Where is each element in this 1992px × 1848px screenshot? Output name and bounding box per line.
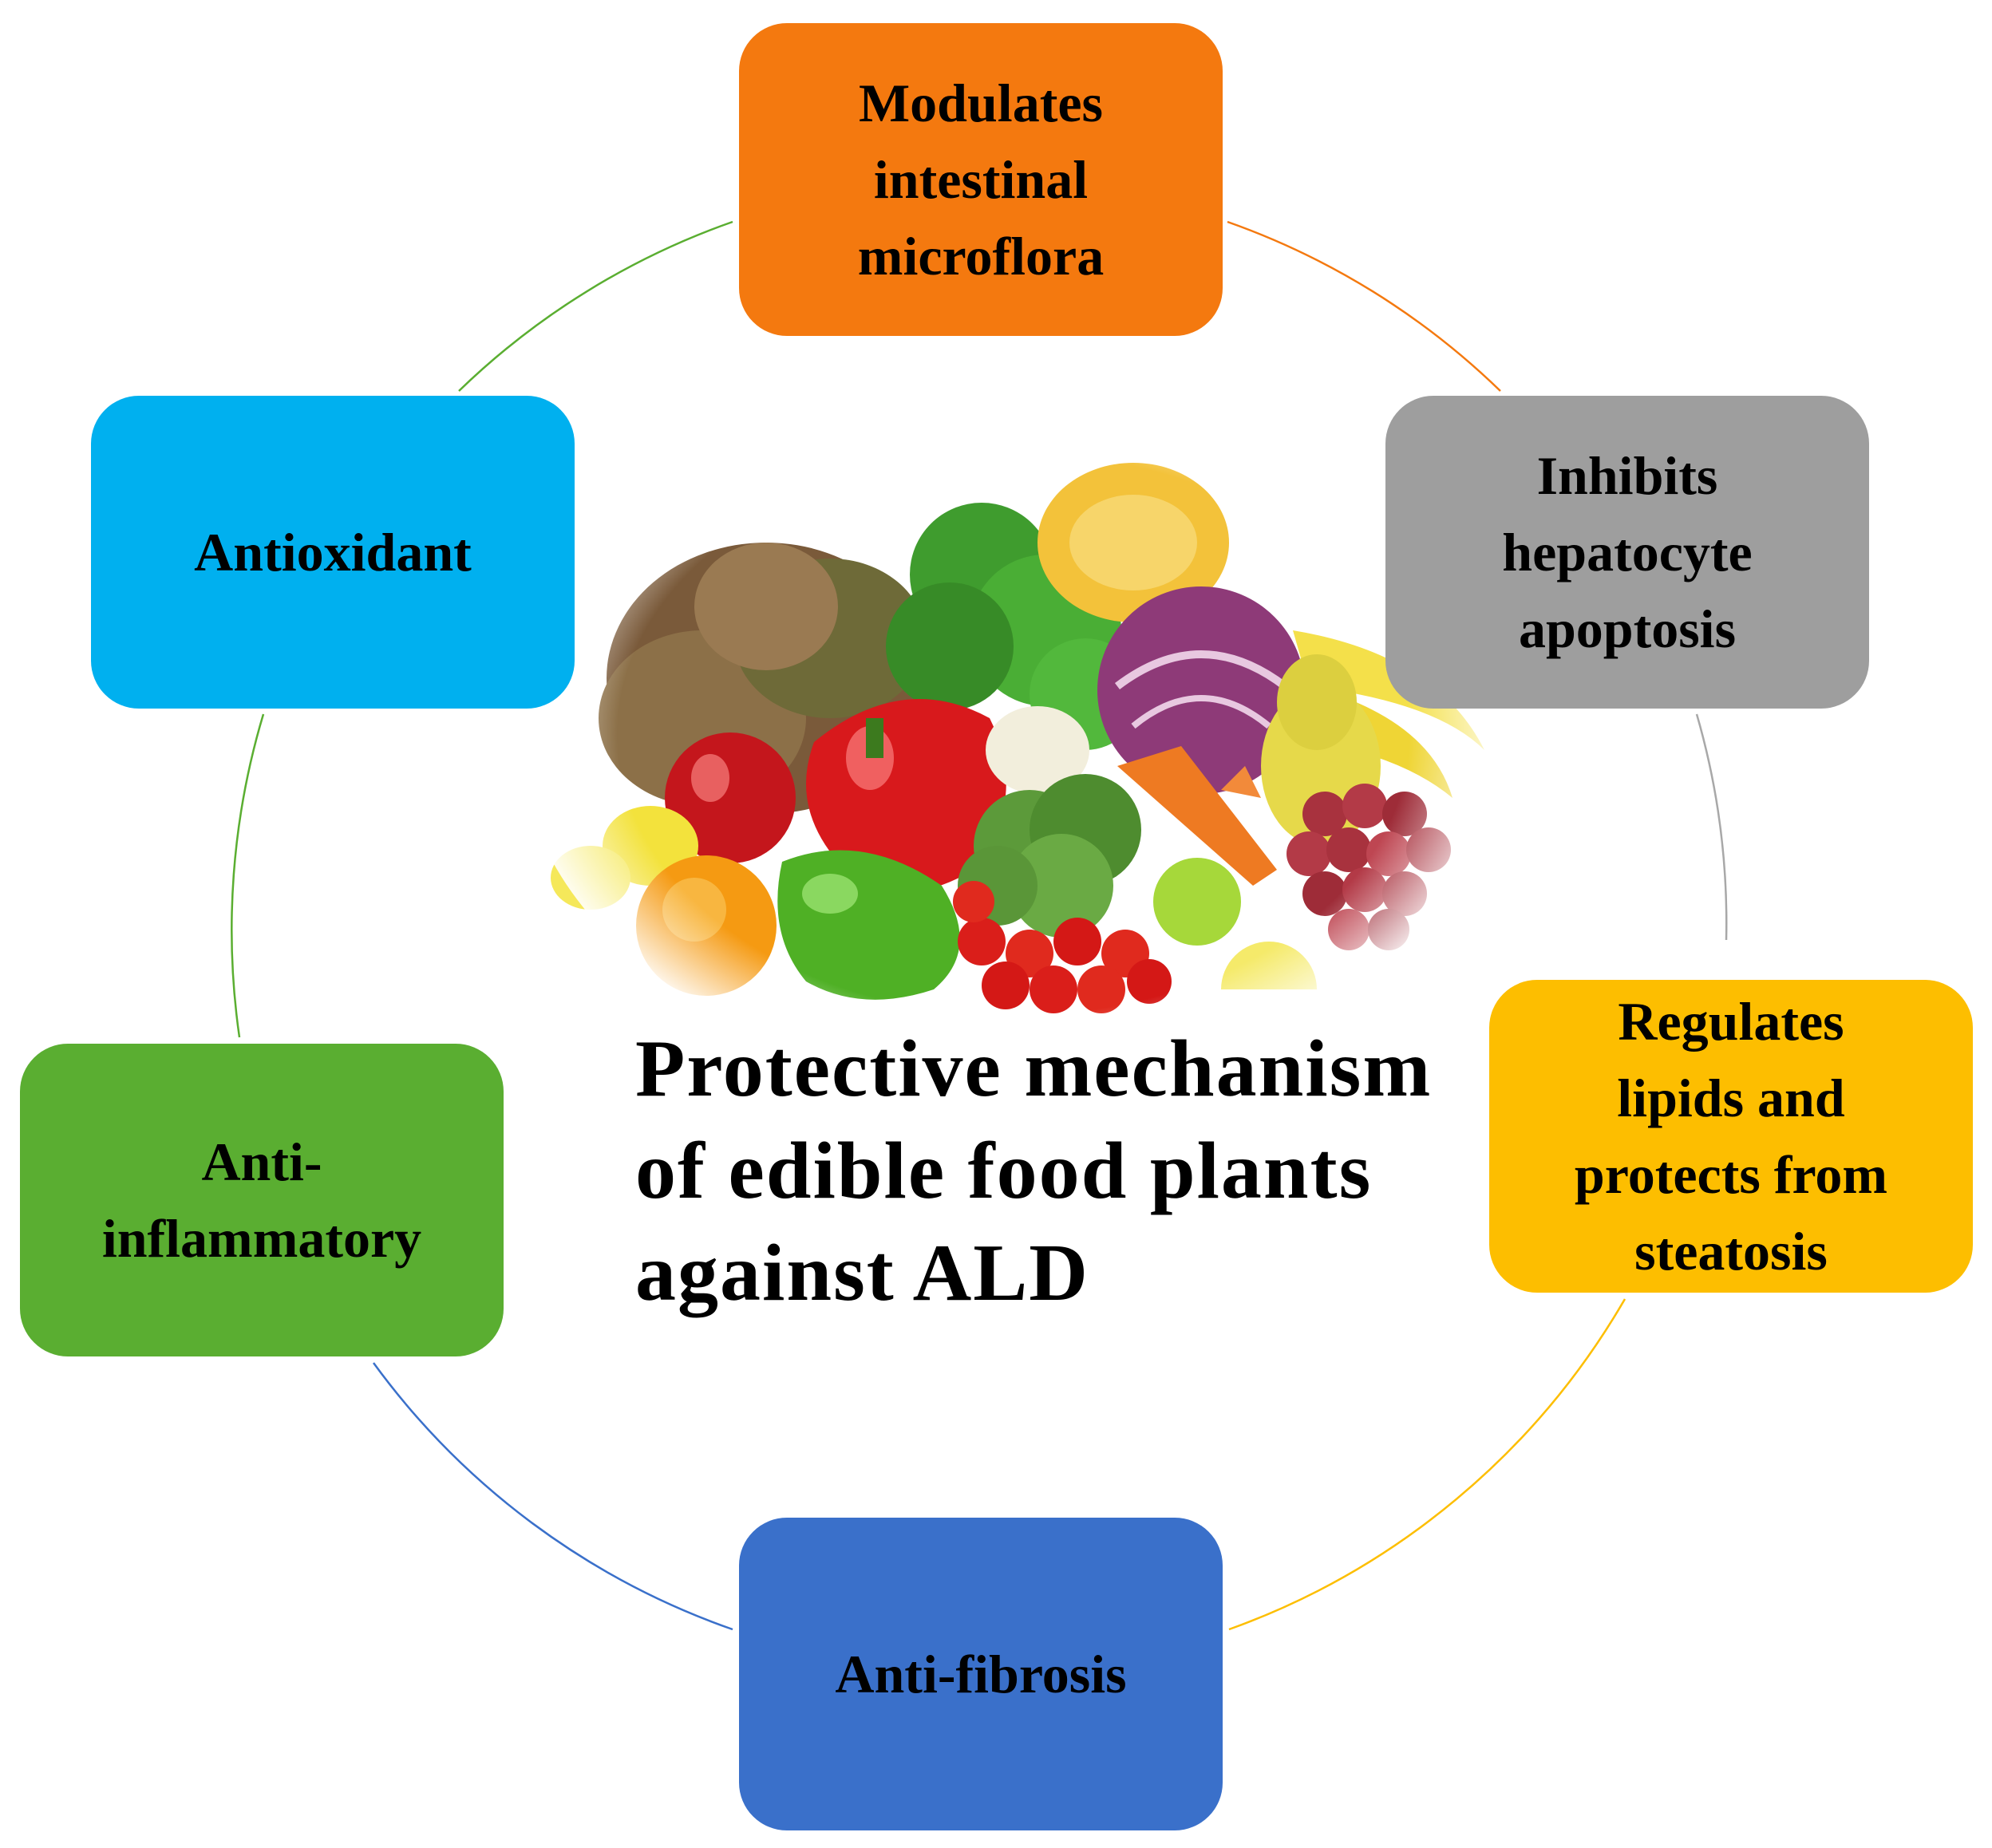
connector-upper-left-to-top (458, 220, 733, 392)
mechanism-label: Anti-fibrosis (835, 1644, 1127, 1704)
mechanism-node-antioxidant: Antioxidant (91, 396, 575, 709)
mechanism-node-anti-fibrosis: Anti-fibrosis (739, 1518, 1223, 1830)
center-title-line: of edible food plants (635, 1126, 1373, 1216)
connector-bottom-to-left (372, 1362, 733, 1631)
connector-ring (231, 220, 1728, 1631)
connector-right-to-bottom (1228, 1298, 1626, 1631)
center-title-line: Protective mechanism (635, 1024, 1433, 1114)
center-title-line: against ALD (635, 1228, 1089, 1318)
mechanism-label: Antioxidant (194, 522, 472, 582)
connector-upper-right-to-right (1695, 713, 1728, 941)
mechanism-node-anti-inflammatory: Anti- inflammatory (20, 1044, 504, 1356)
connector-top-to-upper-right (1227, 220, 1501, 392)
mechanism-label: Modulates intestinal microflora (857, 73, 1105, 286)
mechanism-node-hepatocyte-apoptosis: Inhibits hepatocyte apoptosis (1385, 396, 1869, 709)
mechanism-node-lipids-steatosis: Regulates lipids and protects from steat… (1489, 980, 1973, 1293)
mechanism-node-intestinal-microflora: Modulates intestinal microflora (739, 23, 1223, 336)
fruits-and-vegetables-image (519, 383, 1508, 1085)
center-title: Protective mechanism of edible food plan… (635, 1018, 1513, 1325)
mechanism-label: Inhibits hepatocyte apoptosis (1502, 445, 1753, 659)
mechanism-label: Regulates lipids and protects from steat… (1574, 991, 1888, 1281)
connector-left-to-upper-left (231, 713, 265, 1038)
mechanism-label: Anti- inflammatory (101, 1131, 422, 1269)
